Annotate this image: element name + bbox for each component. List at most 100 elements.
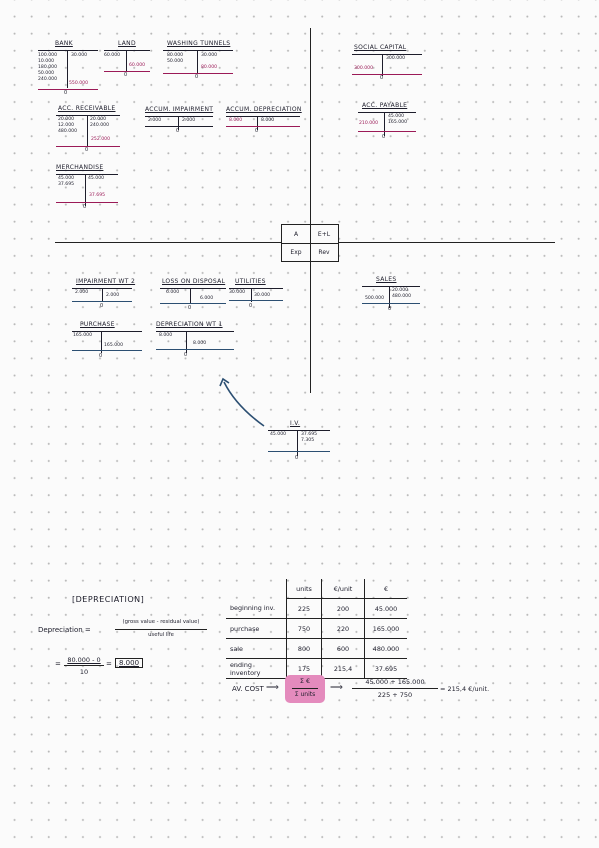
credit-column: 6.000: [200, 296, 213, 302]
t-account-impairment-wt2: IMPAIRMENT WT 2 2.000 2.000 0: [72, 278, 136, 312]
avg-fraction-bar: [352, 688, 438, 689]
account-title: ACCUM. DEPRECIATION: [226, 106, 302, 113]
balance-zero: 0: [124, 72, 128, 78]
account-title: DEPRECIATION WT 1: [156, 321, 223, 328]
formula-fraction-bar: [115, 629, 207, 630]
table-cell: 200: [321, 598, 365, 619]
quadrant-expenses: Exp: [290, 248, 302, 256]
credit-entry: 2.000: [106, 293, 120, 298]
credit-column: 20.000 480.000: [392, 288, 411, 300]
account-title: IMPAIRMENT WT 2: [76, 278, 136, 285]
credit-entry: 8.000: [193, 341, 207, 346]
balance-zero: 0: [176, 128, 180, 134]
account-title: SOCIAL CAPITAL: [354, 44, 407, 51]
table-header-cell: €: [364, 579, 407, 599]
account-title: ACC. RECEIVABLE: [58, 105, 116, 112]
debit-entry: 20.000: [58, 117, 75, 122]
debit-entry: 50.000: [38, 71, 55, 76]
debit-entry: 100.000: [38, 53, 57, 58]
debit-entry: 45.000: [58, 176, 75, 181]
credit-entry: 20.000: [90, 117, 107, 122]
credit-column: 2.000: [106, 293, 119, 299]
highlight-numerator: Σ €: [299, 677, 311, 685]
debit-column: 2.000: [75, 290, 88, 296]
avg-cost-label: AV. COST: [232, 685, 264, 693]
equals-sign: =: [55, 660, 61, 668]
credit-entry: 30.000: [254, 293, 271, 298]
table-cell: beginning inv.: [226, 598, 287, 619]
table-cell: purchase: [226, 618, 287, 639]
credit-column: 30.000: [254, 293, 270, 299]
debit-column: 6.000: [166, 290, 179, 296]
t-account-land: LAND 60.000 60.000 0: [104, 40, 152, 78]
credit-column: 8.000: [261, 118, 274, 124]
highlight-fraction-bar: [292, 688, 318, 689]
balance-zero: 0: [83, 204, 87, 210]
debit-entry: 12.000: [58, 123, 75, 128]
balance-zero: 0: [100, 303, 104, 309]
t-account-iv: I.V. 45.000 37.695 7.305 0: [268, 420, 332, 468]
credit-entry: 45.000: [388, 114, 405, 119]
account-title: MERCHANDISE: [56, 164, 104, 171]
debit-entry: 210.000: [359, 121, 378, 126]
quadrant-legend-box: A E+L Exp Rev: [281, 224, 339, 262]
avg-denominator: 225 + 750: [377, 691, 413, 699]
balance-zero: 0: [249, 303, 253, 309]
debit-column: 80.000 50.000: [167, 53, 183, 65]
credit-entry: 240.000: [90, 123, 109, 128]
debit-column: 8.000: [159, 333, 172, 339]
account-title: LOSS ON DISPOSAL: [162, 278, 226, 285]
balance-zero: 0: [295, 455, 299, 461]
credit-entry: 8.000: [261, 118, 275, 123]
table-cell: 165.000: [364, 618, 407, 639]
t-account-social-capital: SOCIAL CAPITAL 300.000 300.000 0: [352, 40, 424, 82]
account-title: ACC. PAYABLE: [362, 102, 408, 109]
balance-zero: 0: [188, 305, 192, 311]
t-account-purchase: PURCHASE 165.000 165.000 0: [72, 321, 144, 361]
debit-column: 165.000: [73, 333, 92, 339]
credit-column: 165.000: [104, 343, 123, 349]
table-header-row: units €/unit €: [226, 579, 407, 599]
arrow-icon: ⟹: [266, 683, 279, 693]
debit-entry: 240.000: [38, 77, 57, 82]
debit-entry: 50.000: [167, 59, 184, 64]
calc-result-box: 8.000: [115, 658, 144, 668]
account-title: I.V.: [290, 420, 301, 427]
quadrant-equity-liabilities: E+L: [317, 230, 331, 238]
avg-result: = 215,4 €/unit.: [440, 685, 490, 693]
debit-entry: 500.000: [365, 296, 384, 301]
debit-entry: 165.000: [73, 333, 92, 338]
debit-column: 45.000: [270, 432, 286, 438]
debit-column: 8.000: [229, 118, 242, 124]
calc-numerator: 80.000 - 0: [67, 656, 101, 664]
table-cell: ending inventory: [226, 658, 287, 679]
debit-entry: 60.000: [104, 53, 121, 58]
credit-entry: 480.000: [392, 294, 411, 299]
calc-fraction-bar: [64, 665, 104, 666]
table-cell: 800: [286, 638, 322, 659]
balance-zero: 0: [85, 147, 89, 153]
account-total: 80.000: [201, 65, 218, 70]
debit-entry: 8.000: [159, 333, 173, 338]
avg-numerator: 45.000 + 165.000: [365, 678, 425, 686]
account-title: ACCUM. IMPAIRMENT: [145, 106, 214, 113]
t-account-accum-impairment: ACCUM. IMPAIRMENT 2.000 2.000 0: [145, 106, 215, 140]
table-cell: 600: [321, 638, 365, 659]
credit-entry: 300.000: [386, 56, 405, 61]
highlight-marker: [285, 675, 325, 703]
credit-entry: 30.000: [71, 53, 88, 58]
account-title: BANK: [55, 40, 73, 47]
debit-entry: 80.000: [167, 53, 184, 58]
equals-sign: =: [106, 660, 112, 668]
credit-entry: 7.305: [301, 438, 315, 443]
debit-column: 45.000 37.695: [58, 176, 74, 188]
t-account-acc-payable: ACC. PAYABLE 210.000 45.000 165.000 0: [358, 102, 418, 146]
credit-column: 2.000: [182, 118, 195, 124]
account-total: 60.000: [129, 63, 146, 68]
table-cell: 37.695: [364, 658, 407, 679]
credit-column: 30.000: [71, 53, 87, 59]
table-cell: 45.000: [364, 598, 407, 619]
inventory-cost-table: units €/unit € beginning inv. 225 200 45…: [226, 579, 407, 679]
balance-zero: 0: [388, 306, 392, 312]
balance-zero: 0: [184, 352, 188, 358]
